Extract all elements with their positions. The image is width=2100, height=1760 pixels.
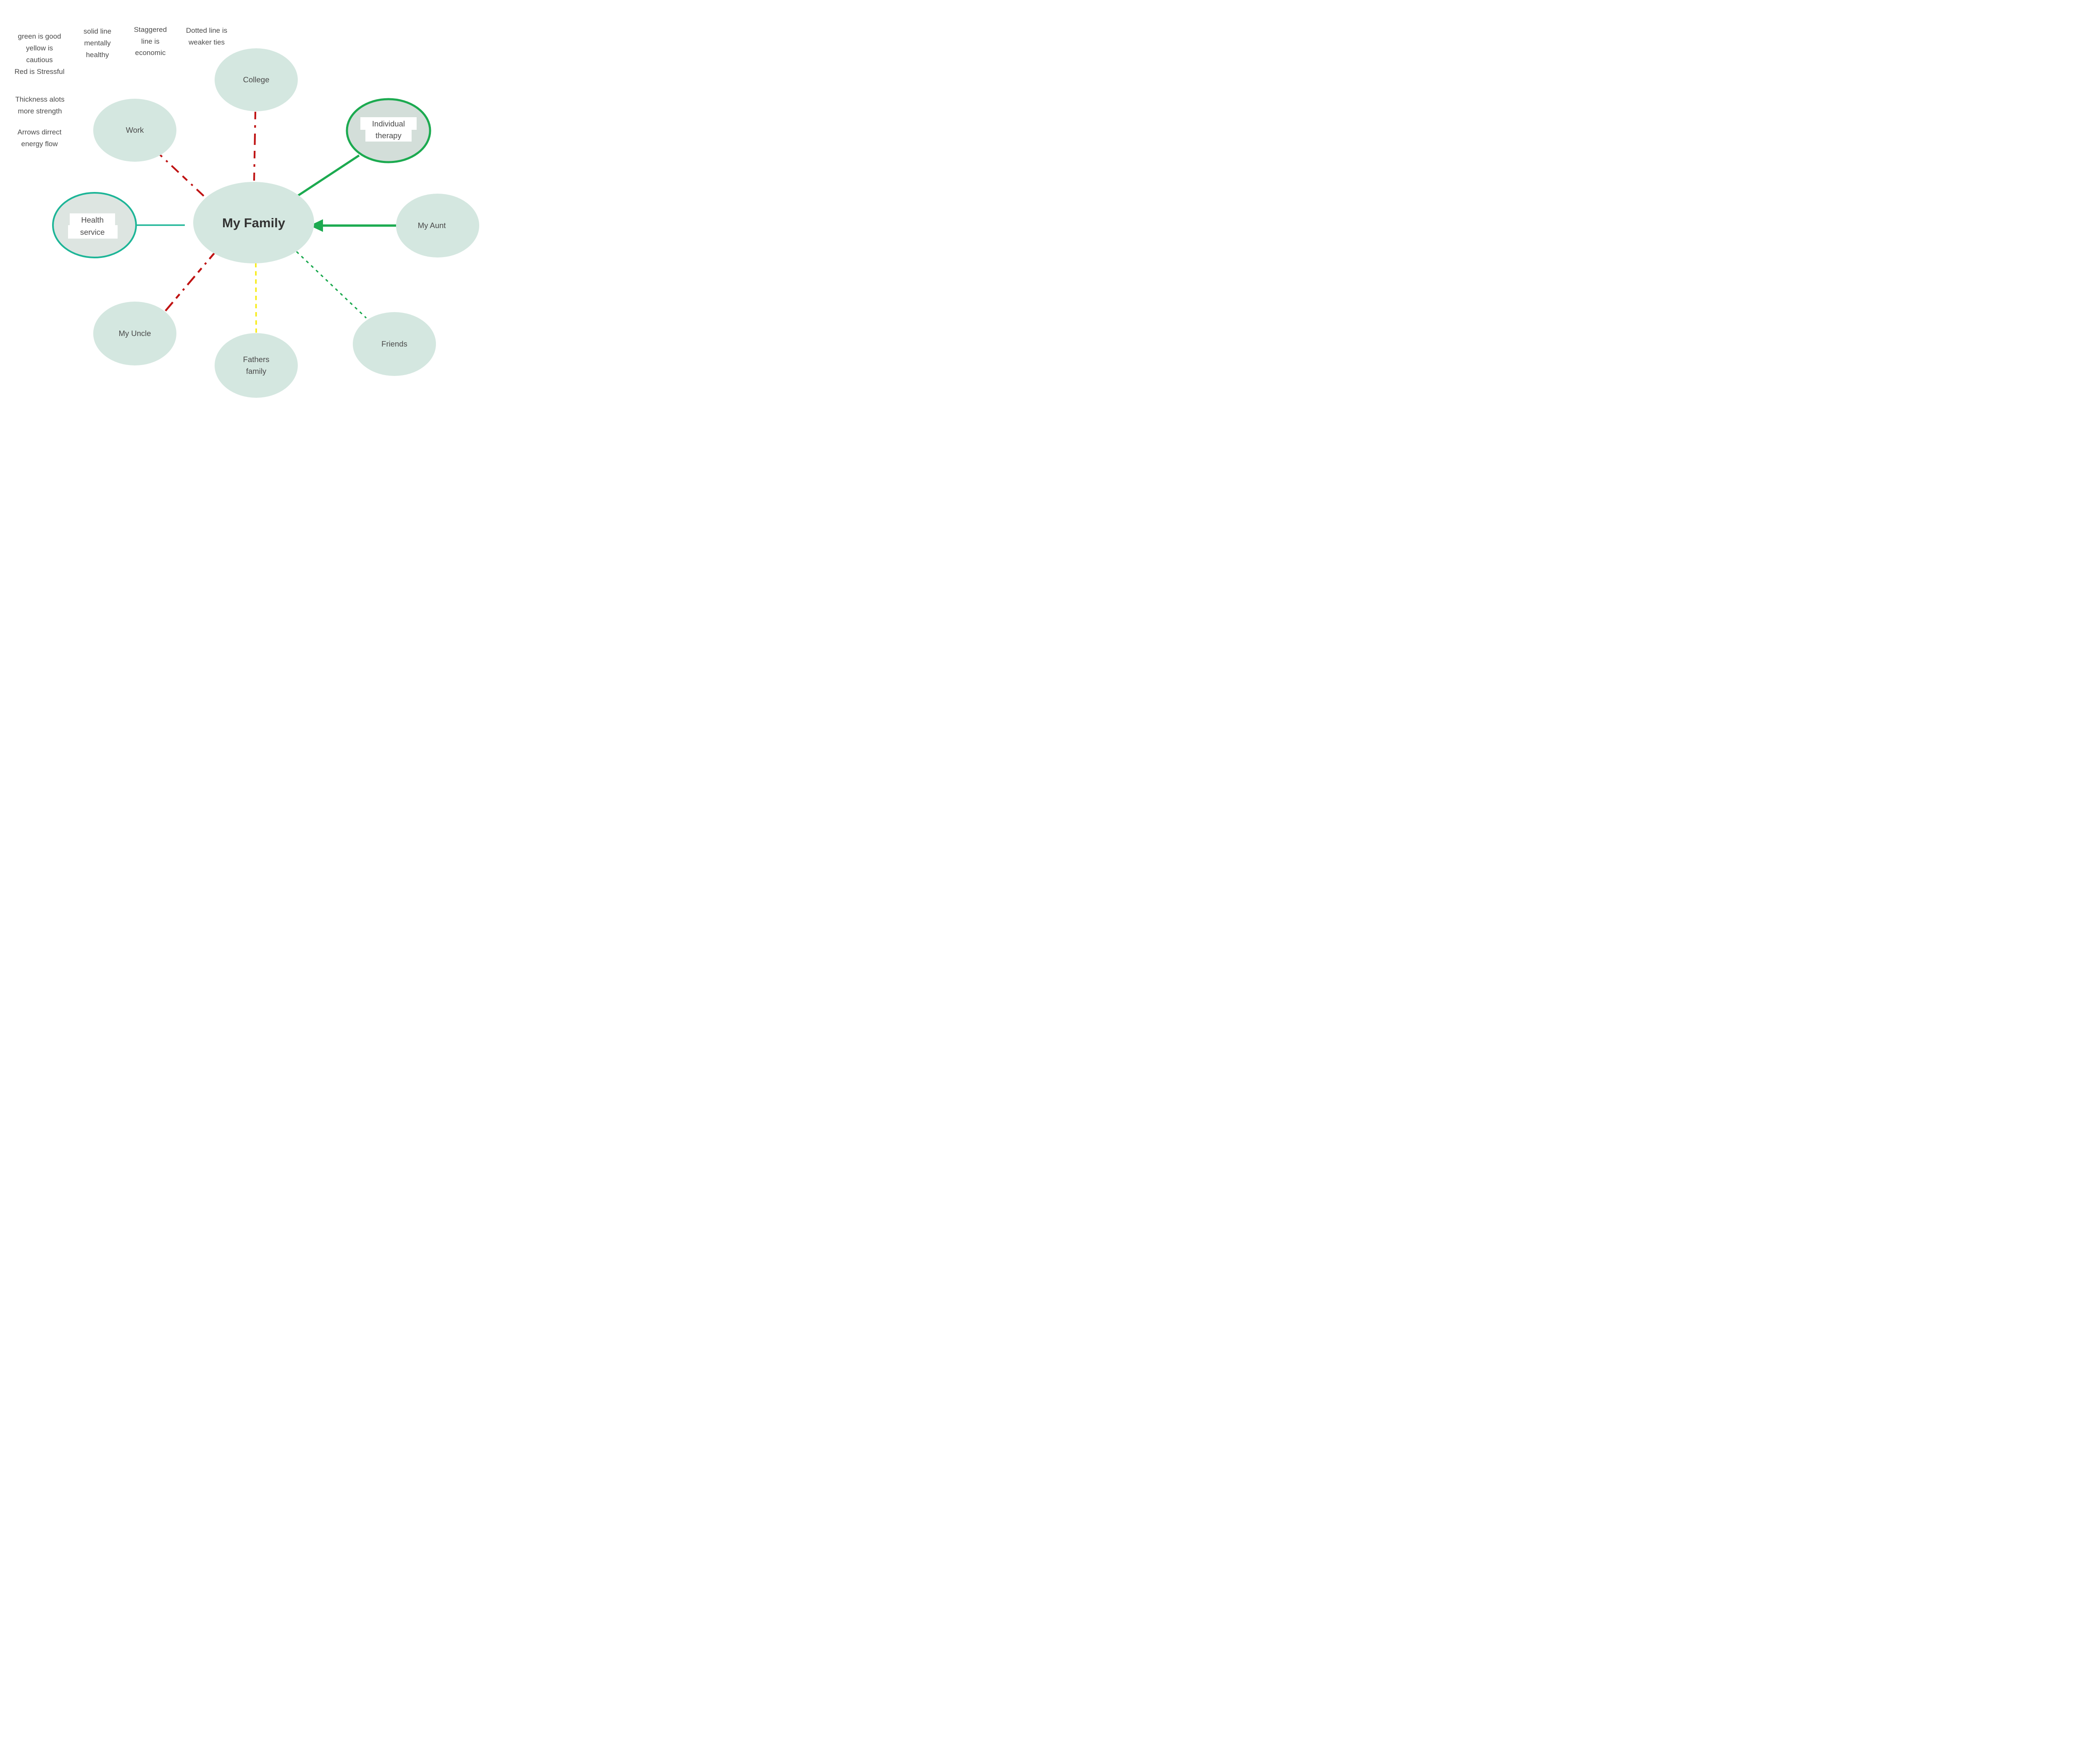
my-aunt-ellipse [396,194,479,257]
fathers-family-label-line2: family [246,367,267,376]
legend-staggered-line1: Staggered [134,26,167,34]
my-family-label: My Family [222,215,286,230]
edge-uncle-family [165,252,215,312]
legend-arrows-line2: energy flow [21,140,58,148]
node-friends: Friends [353,312,436,376]
legend-notes: Thickness alots more strength Arrows dir… [15,95,64,148]
work-ellipse [93,99,176,162]
legend-solid-line1: solid line [84,27,111,35]
legend-yellow-text-line2: cautious [26,56,52,64]
fathers-family-label-line1: Fathers [243,355,270,364]
friends-label: Friends [381,339,407,348]
node-individual-therapy: Individual therapy [347,99,430,162]
legend-green-text: green is good [18,32,61,40]
node-fathers-family: Fathers family [215,333,298,398]
edge-college-family [253,111,257,181]
my-uncle-ellipse [93,302,176,365]
legend-dotted-line1: Dotted line is [186,26,227,34]
node-college: College [215,48,298,111]
node-my-aunt: My Aunt [396,194,479,257]
legend-arrows-line1: Arrows dirrect [18,128,62,136]
individual-therapy-label-line2: therapy [375,131,402,140]
fathers-family-ellipse [215,333,298,398]
legend-solid-line3: healthy [86,51,109,59]
node-my-family: My Family [193,182,314,263]
legend-solid-line2: mentally [84,39,111,47]
my-aunt-label: My Aunt [418,221,446,230]
individual-therapy-label-bg [360,117,417,130]
node-my-uncle: My Uncle [93,302,176,365]
edge-friends-family [296,251,367,319]
legend-red-text: Red is Stressful [14,68,64,76]
legend-line-key: solid line mentally healthy Staggered li… [84,26,227,59]
friends-ellipse [353,312,436,376]
individual-therapy-label-bg2 [365,129,412,142]
legend-staggered-line3: economic [135,49,166,57]
work-label: Work [126,126,144,134]
health-service-ring [52,192,137,258]
individual-therapy-ring [346,98,431,163]
my-uncle-label: My Uncle [118,329,151,338]
ecomap-diagram: College Work Individual therapy My Famil… [0,0,525,440]
edge-work-family [157,152,207,200]
health-service-label-bg [70,213,115,226]
node-work: Work [93,99,176,162]
arrowhead-to-family-icon [310,219,323,232]
health-service-label-line1: Health [81,215,103,224]
node-health-service: Health service [53,193,136,257]
my-family-ellipse [193,182,314,263]
legend-thickness-line1: Thickness alots [15,95,64,103]
legend-staggered-line2: line is [141,37,159,45]
ring-color-binders [52,98,431,258]
edge-therapy-family [294,154,360,199]
legend-yellow-text-line1: yellow is [26,44,53,52]
college-label: College [243,75,270,84]
health-service-label-bg2 [68,225,118,239]
legend-dotted-line2: weaker ties [188,38,225,46]
individual-therapy-label-line1: Individual [372,119,405,128]
legend-color-key: green is good yellow is cautious Red is … [14,32,64,76]
ecomap-svg: College Work Individual therapy My Famil… [14,26,479,398]
legend-thickness-line2: more strength [18,107,62,115]
college-ellipse [215,48,298,111]
health-service-label-line2: service [80,228,105,236]
